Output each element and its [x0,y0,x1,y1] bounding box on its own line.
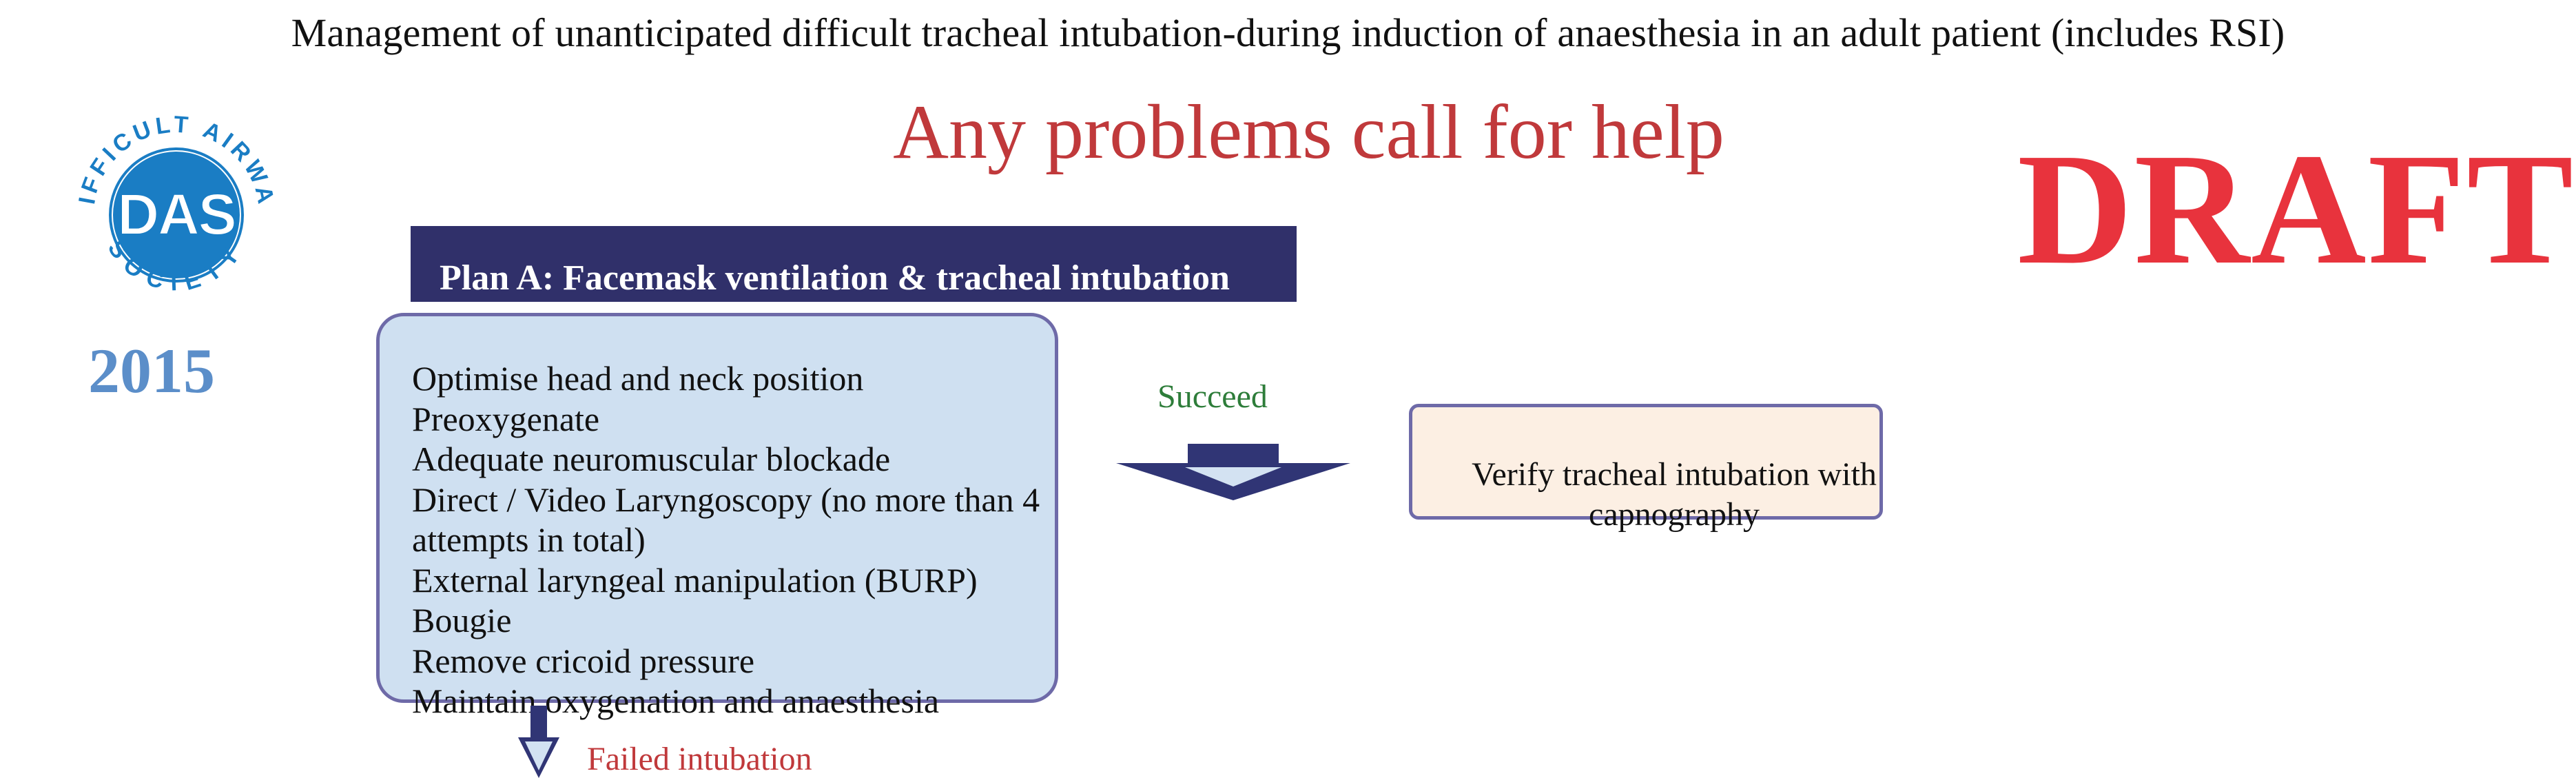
page-title: Management of unanticipated difficult tr… [291,10,2285,55]
arrow-down-icon [518,706,559,778]
failed-intubation-label: Failed intubation [587,741,812,777]
call-for-help-banner: Any problems call for help [893,90,1724,175]
arrow-right-icon [1116,444,1350,500]
logo-das-text: DAS [117,182,235,247]
plan-a-header: Plan A: Facemask ventilation & tracheal … [411,226,1297,302]
verify-line-2: capnography [1589,496,1760,533]
das-logo-icon: DIFFICULT AIRWAY SOCIETY DAS [59,98,275,296]
guideline-year: 2015 [88,336,215,406]
verify-intubation-text: Verify tracheal intubation with capnogra… [1409,455,1939,535]
verify-line-1: Verify tracheal intubation with [1472,456,1877,493]
plan-a-step: Direct / Video Laryngoscopy (no more tha… [412,480,1040,519]
draft-watermark: DRAFT [2017,121,2575,298]
plan-a-step: attempts in total) [412,520,646,559]
plan-a-step: Adequate neuromuscular blockade [412,440,891,478]
succeed-label: Succeed [1157,378,1268,415]
plan-a-step: External laryngeal manipulation (BURP) [412,560,978,600]
plan-a-step: Remove cricoid pressure [412,641,755,680]
plan-a-box [376,313,1058,703]
plan-a-step: Bougie [412,601,512,639]
plan-a-steps: Optimise head and neck position Preoxyge… [412,358,1087,721]
plan-a-step: Optimise head and neck position [412,359,864,398]
verify-intubation-box [1409,404,1883,520]
plan-a-step: Preoxygenate [412,399,600,438]
plan-a-step: Maintain oxygenation and anaesthesia [412,682,940,720]
